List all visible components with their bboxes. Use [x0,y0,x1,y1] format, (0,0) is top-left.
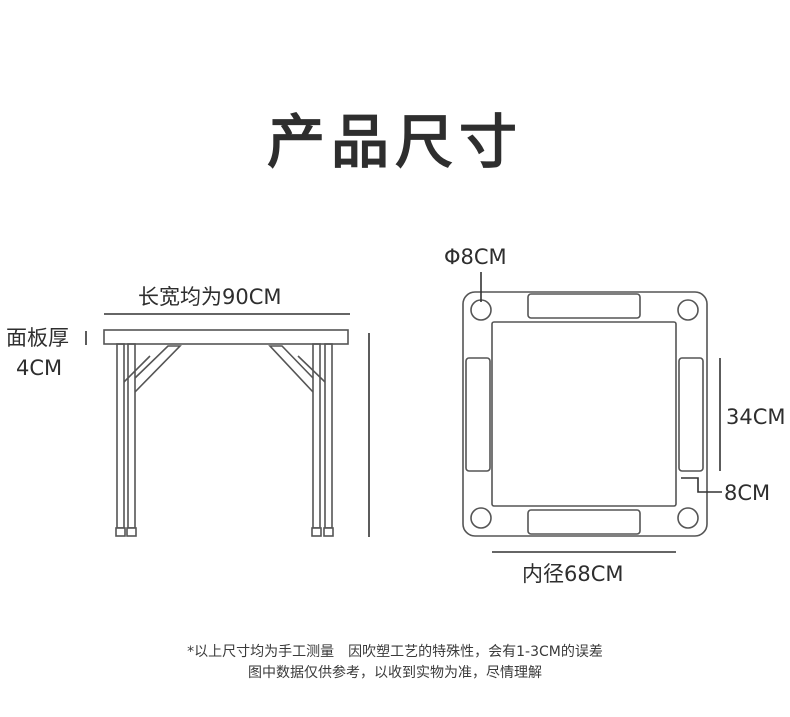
side-view-foot [115,527,126,537]
note-line-1: *以上尺寸均为手工测量 因吹塑工艺的特殊性，会有1-3CM的误差 [187,644,603,660]
side-view-brace-left [134,345,182,393]
thickness-value: 4CM [16,356,63,380]
side-view-foot [126,527,137,537]
note-line-2: 图中数据仅供参考，以收到实物为准，尽情理解 [248,665,542,681]
page-title: 产品尺寸 [266,108,523,176]
cup-holder [470,507,492,529]
tray-left [465,357,491,472]
inner-diameter-label: 内径68CM [522,562,624,586]
cup-holder [677,299,699,321]
tray-top [527,293,641,319]
tray-length-label: 34CM [726,405,786,429]
side-view-leg-right-inner [324,343,333,529]
side-view-foot [311,527,322,537]
tray-bottom [527,509,641,535]
top-view-table [462,272,722,553]
tray-right [678,357,704,472]
tray-width-label: 8CM [724,481,771,505]
tray-width-pointer [681,477,722,493]
thickness-label: 面板厚 [6,326,69,350]
cup-holder [677,507,699,529]
side-view-brace-right [268,345,314,393]
top-view-outline [462,291,708,537]
side-view-table [85,313,370,537]
cup-diameter-label: Φ8CM [444,245,507,269]
side-view-foot [323,527,334,537]
top-view-inner-play-area [491,321,677,507]
width-label: 长宽均为90CM [138,285,282,309]
side-view-leg-left [116,343,125,529]
side-view-tabletop [103,329,349,345]
